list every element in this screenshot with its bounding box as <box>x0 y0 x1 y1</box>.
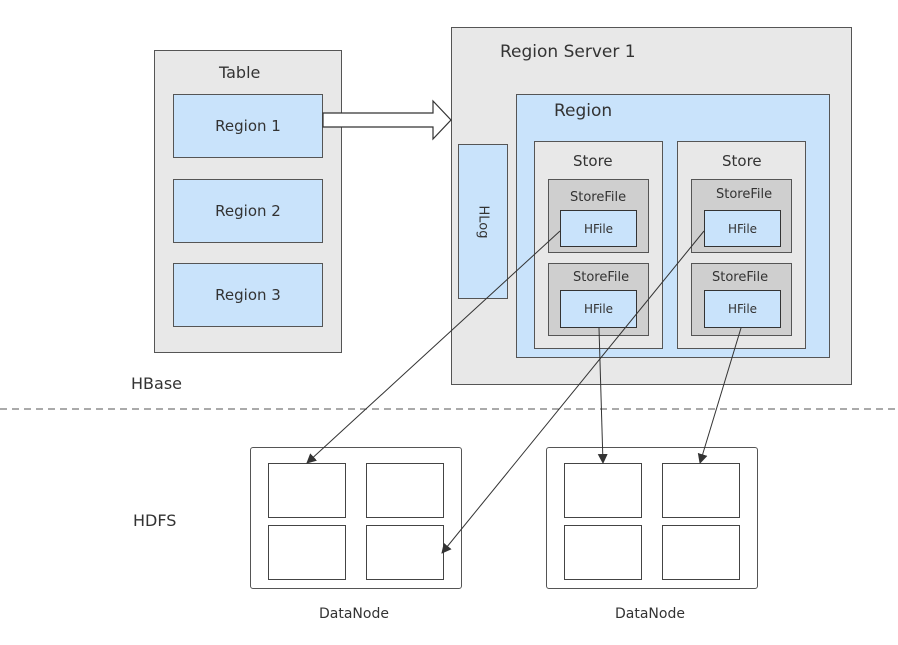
store-1-hfile-1: HFile <box>560 210 637 247</box>
hollow-arrow <box>322 99 452 141</box>
storefile-label: StoreFile <box>570 190 627 205</box>
datanode-1-block <box>268 463 346 518</box>
hfile-label: HFile <box>727 221 758 236</box>
datanode-2-block <box>564 525 642 580</box>
hfile-to-datanode-line <box>441 230 705 554</box>
region-server-title: Region Server 1 <box>500 42 636 62</box>
hfile-to-datanode-line <box>306 230 561 464</box>
table-region-2: Region 2 <box>173 179 323 243</box>
storefile-label: StoreFile <box>712 270 769 285</box>
hfile-label: HFile <box>727 302 758 316</box>
datanode-2-block <box>662 525 740 580</box>
hfile-label: HFile <box>583 302 614 316</box>
store-1-title: Store <box>573 152 613 170</box>
hfile-to-datanode-line <box>697 327 742 464</box>
storefile-label: StoreFile <box>716 187 773 202</box>
datanode-1-block <box>268 525 346 580</box>
hbase-layer-label: HBase <box>131 374 182 393</box>
datanode-1-label: DataNode <box>319 606 389 622</box>
store-2-title: Store <box>722 152 762 170</box>
datanode-2-block <box>662 463 740 518</box>
storefile-label: StoreFile <box>573 270 630 285</box>
datanode-1-block <box>366 463 444 518</box>
table-region-3: Region 3 <box>173 263 323 327</box>
table-region-1: Region 1 <box>173 94 323 158</box>
region-title: Region <box>554 101 613 121</box>
store-2-hfile-1: HFile <box>704 210 781 247</box>
region-3-label: Region 3 <box>215 286 281 304</box>
datanode-2-label: DataNode <box>615 606 685 622</box>
region-2-label: Region 2 <box>215 202 281 220</box>
store-2-hfile-2: HFile <box>704 290 781 328</box>
hlog-box: HLog <box>458 144 508 299</box>
region-1-label: Region 1 <box>215 117 281 135</box>
hfile-to-datanode-line <box>597 327 608 464</box>
datanode-1-block <box>366 525 444 580</box>
hfile-label: HFile <box>583 221 614 236</box>
store-1-hfile-2: HFile <box>560 290 637 328</box>
hdfs-layer-label: HDFS <box>133 511 177 530</box>
table-title: Table <box>219 63 261 82</box>
